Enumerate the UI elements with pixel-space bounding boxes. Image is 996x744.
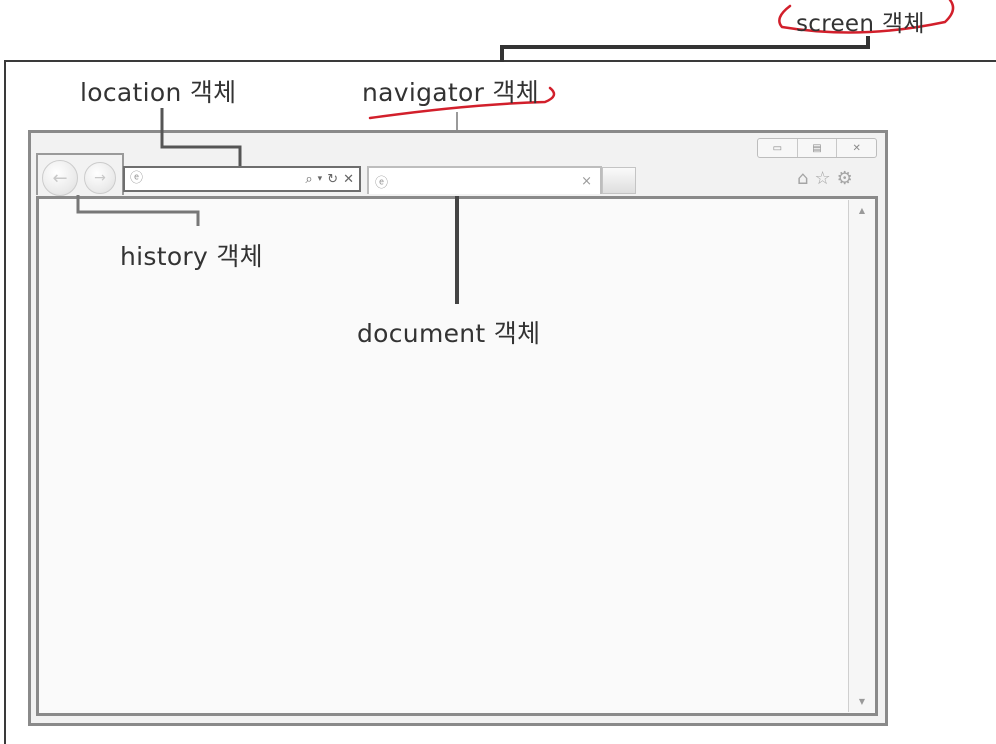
address-bar[interactable]: ⓔ ⌕ ▾ ↻ ✕ [123,166,361,192]
browser-tab[interactable]: ⓔ × [367,166,602,194]
document-label: document 객체 [357,319,541,348]
search-icon[interactable]: ⌕ [305,171,313,187]
forward-arrow-icon[interactable]: → [84,162,116,194]
e-icon: ⓔ [130,171,144,186]
navigator-underline [368,86,556,120]
close-icon[interactable]: ✕ [343,171,354,187]
refresh-icon[interactable]: ↻ [327,171,339,187]
star-icon[interactable]: ☆ [814,168,831,189]
screen-label: screen 객체 [796,11,925,37]
new-tab-button[interactable] [602,167,636,194]
chevron-down-icon[interactable]: ▾ [317,174,323,184]
home-icon[interactable]: ⌂ [797,168,809,189]
location-label: location 객체 [80,78,237,107]
gear-icon[interactable]: ⚙ [836,168,853,189]
window-controls: ▭ ▤ ✕ [757,138,877,158]
scroll-down-icon[interactable]: ▼ [858,697,866,706]
scroll-up-icon[interactable]: ▲ [858,206,866,215]
maximize-icon[interactable]: ▤ [798,139,838,157]
toolbar-icons: ⌂ ☆ ⚙ [797,168,853,189]
screen-connector [500,36,870,62]
close-window-icon[interactable]: ✕ [852,142,861,154]
screen-annotation [778,0,955,34]
history-connector [76,195,200,226]
scrollbar[interactable]: ▲ ▼ [848,200,875,712]
history-label: history 객체 [120,242,263,271]
back-arrow-icon[interactable]: ← [42,160,78,196]
minimize-icon[interactable]: ▭ [758,139,798,157]
location-connector [160,108,242,166]
navigator-label: navigator 객체 [362,78,540,107]
e-icon: ⓔ [375,175,389,191]
close-icon[interactable]: × [581,173,592,189]
